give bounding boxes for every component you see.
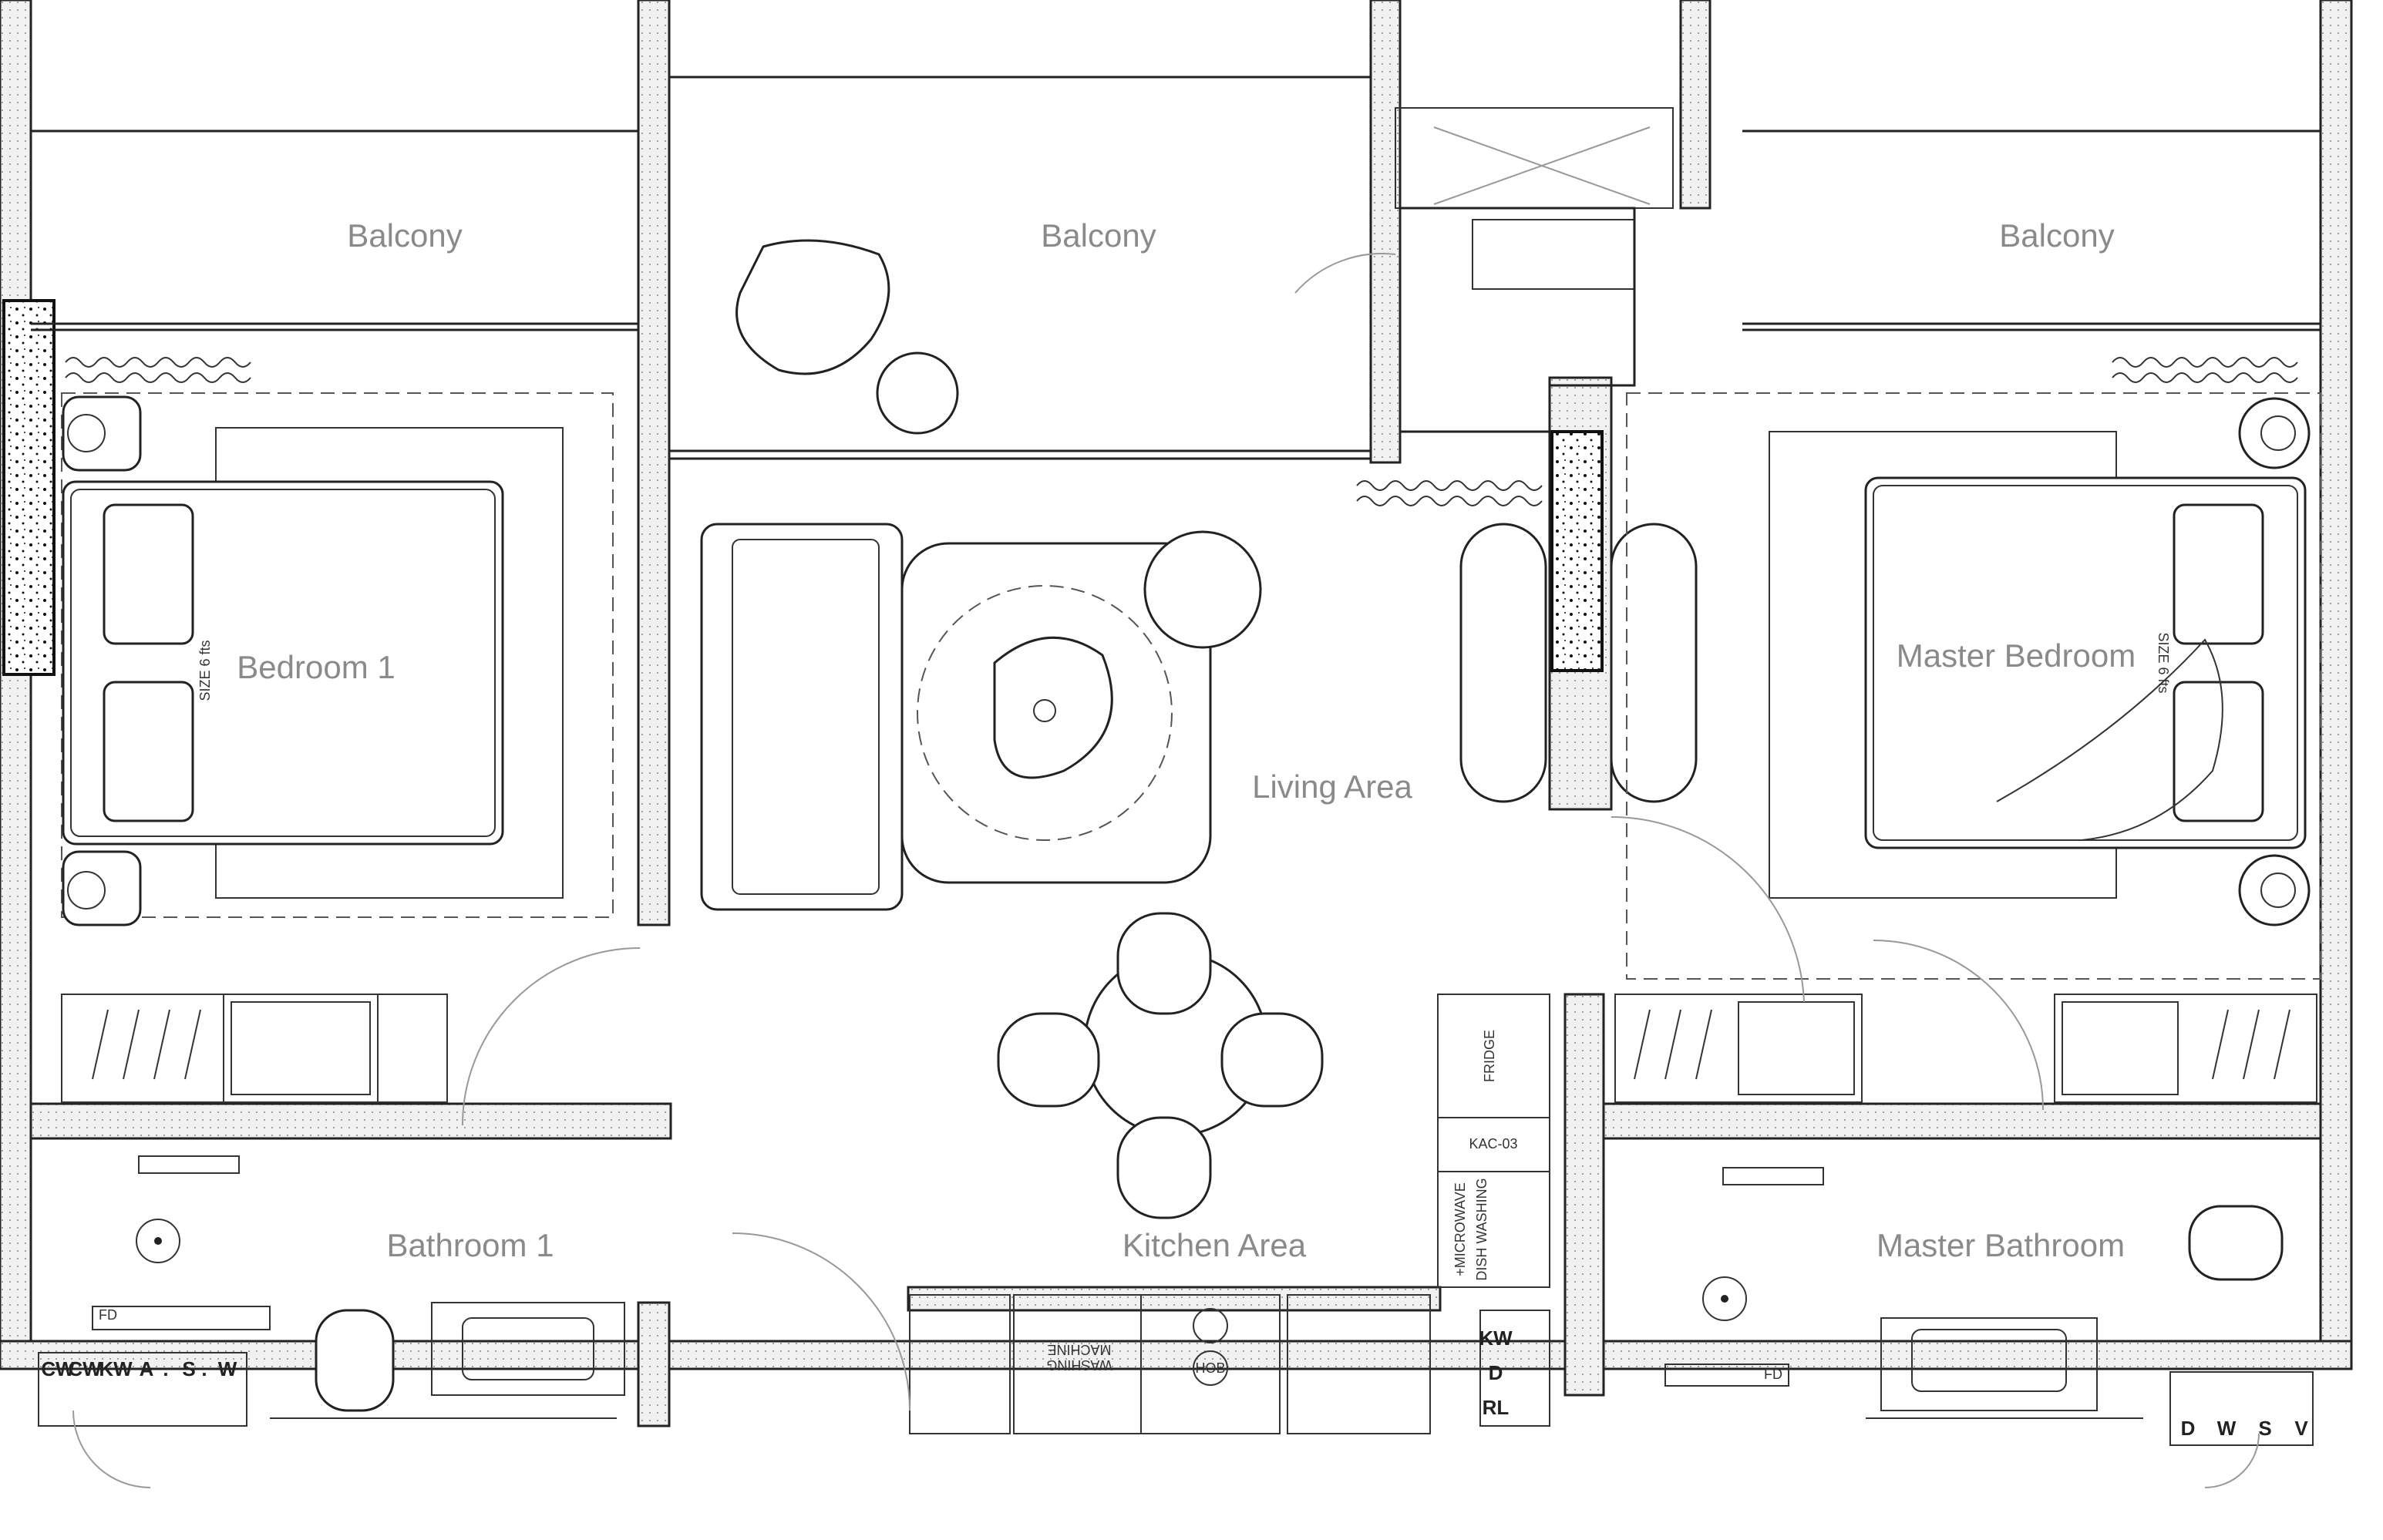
left-panel-label-6: S [182,1357,195,1380]
hob-label: HOB [1195,1360,1225,1376]
right-panel: D W S V [2169,1371,2314,1446]
fd-right-label: FD [1764,1367,1782,1382]
master-bathroom-fixtures [1664,1167,2284,1419]
door-swings [72,253,2260,1488]
bedroom1-furniture [61,392,614,1103]
kitchen-panel-label-2: D [1489,1361,1503,1384]
right-panel-label-3: S [2258,1417,2271,1440]
column-right [1550,430,1604,672]
ac-units [65,357,2298,506]
master-bathroom-label: Master Bathroom [1876,1227,2125,1263]
bathroom1-label: Bathroom 1 [386,1227,554,1263]
right-panel-label-1: D [2181,1417,2196,1440]
column-left [2,299,56,676]
bathroom1-fixtures [92,1155,625,1419]
washing-machine-label-1: WASHING [1046,1357,1112,1373]
microwave-label: +MICROWAVE [1452,1182,1468,1276]
balcony-center-furniture [735,239,959,435]
left-panel: CW CW KW A . S . W [38,1352,247,1427]
outer-walls [0,0,2353,1427]
right-panel-label-2: W [2217,1417,2237,1440]
kitchen-area-label: Kitchen Area [1123,1227,1307,1263]
balcony-center-label: Balcony [1041,217,1156,254]
fridge-label: FRIDGE [1482,1030,1497,1082]
fd-left-label: FD [99,1307,117,1323]
left-panel-label-2: CW [68,1357,102,1380]
left-panel-label-1: CW [41,1357,75,1380]
balcony-right-label: Balcony [1999,217,2114,254]
living-area-label: Living Area [1252,768,1412,805]
bedroom1-bed-size: SIZE 6 fts [197,640,213,701]
kitchen-panel-label-1: KW [1479,1326,1513,1350]
left-panel-label-3: KW [99,1357,133,1380]
master-bedroom-label: Master Bedroom [1897,637,2136,674]
left-panel-label-5: . [163,1357,168,1380]
master-bedroom-furniture [1614,392,2321,1103]
master-bed-size: SIZE 6 fts [2156,632,2171,693]
left-panel-label-8: W [218,1357,237,1380]
balcony-railings [31,76,2321,460]
left-panel-label-4: A [140,1357,154,1380]
kitchen-panel-label-3: RL [1483,1396,1510,1419]
kitchen-units [909,994,1550,1434]
balcony-left-label: Balcony [347,217,462,254]
service-balcony [1395,107,1674,433]
left-panel-label-7: . [201,1357,207,1380]
right-panel-label-4: V [2294,1417,2308,1440]
kac-label: KAC-03 [1469,1136,1517,1152]
kitchen-panel: KW D RL [1479,1326,1513,1419]
washing-machine-label-2: MACHINE [1047,1342,1111,1357]
living-furniture [700,523,1698,1219]
dishwashing-label: DISH WASHING [1474,1178,1489,1280]
bedroom1-label: Bedroom 1 [237,649,395,685]
